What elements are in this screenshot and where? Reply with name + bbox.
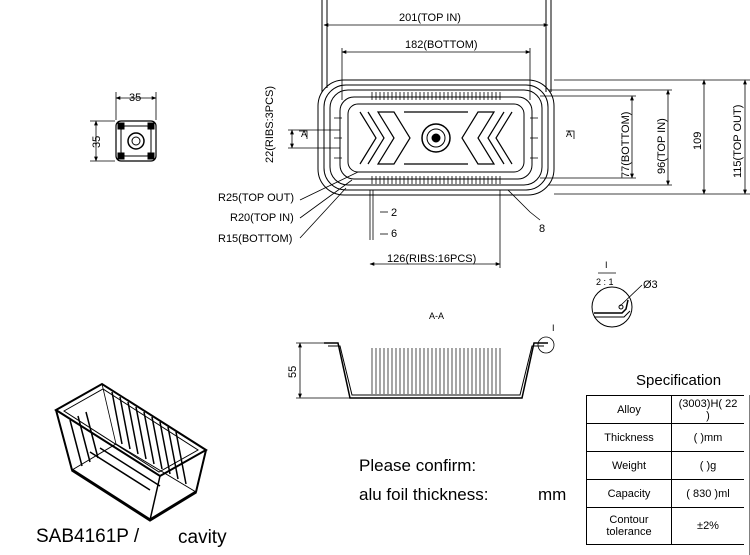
spec-label: Weight xyxy=(586,451,672,480)
spec-value: ( 830 )ml xyxy=(671,479,744,508)
detail-scale: 2 : 1 xyxy=(596,277,614,287)
small-part-height: 35 xyxy=(91,136,103,148)
spec-value: ( )g xyxy=(671,451,744,480)
chevron-pattern xyxy=(359,111,513,165)
spec-value: (3003)H( 22 ) xyxy=(671,395,744,424)
detail-view xyxy=(591,272,643,328)
top-view xyxy=(317,0,555,196)
spec-row: Capacity ( 830 )ml xyxy=(586,479,744,508)
small-part-width: 35 xyxy=(129,92,141,104)
specification-title: Specification xyxy=(636,372,722,389)
dim-height-top-out: 115(TOP OUT) xyxy=(732,105,744,178)
detail-label: I xyxy=(605,260,608,270)
detail-diameter: Ø3 xyxy=(643,279,658,291)
callout-8: 8 xyxy=(539,223,545,235)
dim-width-top-in: 201(TOP IN) xyxy=(399,12,461,24)
cavity-label: cavity xyxy=(178,527,227,548)
spec-row: Weight ( )g xyxy=(586,451,744,480)
dim-radius-bottom: R15(BOTTOM) xyxy=(218,233,292,245)
dim-width-bottom: 182(BOTTOM) xyxy=(405,39,478,51)
dim-ribs-bottom: 126(RIBS:16PCS) xyxy=(387,253,476,265)
model-number: SAB4161P / xyxy=(36,526,140,547)
top-view-dimensions xyxy=(288,23,750,268)
isometric-tray xyxy=(54,382,208,522)
section-ribs xyxy=(371,348,501,394)
isometric-ribs xyxy=(69,391,187,491)
dim-ribs-side: 22(RIBS:3PCS) xyxy=(264,86,276,163)
please-confirm-note: Please confirm: xyxy=(359,456,477,475)
spec-row: Alloy (3003)H( 22 ) xyxy=(586,395,744,424)
dim-radius-top-out: R25(TOP OUT) xyxy=(218,192,294,204)
section-marker-right: A xyxy=(566,129,572,139)
dim-height-top-in: 96(TOP IN) xyxy=(656,118,668,174)
spec-row: Thickness ( )mm xyxy=(586,423,744,452)
spec-value: ±2% xyxy=(671,507,744,545)
dim-radius-top-in: R20(TOP IN) xyxy=(230,212,294,224)
top-ribs xyxy=(334,92,538,184)
foil-thickness-label: alu foil thickness: xyxy=(359,485,489,504)
section-view xyxy=(296,336,555,399)
foil-thickness-unit: mm xyxy=(538,485,567,504)
spec-value: ( )mm xyxy=(671,423,744,452)
dim-height-overall: 109 xyxy=(692,132,704,150)
section-title: A-A xyxy=(429,311,444,321)
small-part-view xyxy=(90,92,157,162)
spec-row: Contour tolerance ±2% xyxy=(586,507,744,545)
section-marker-left: A xyxy=(301,129,307,139)
dim-rib-width: 2 xyxy=(391,207,397,219)
spec-label: Contour tolerance xyxy=(586,507,672,545)
dim-height-bottom: 77(BOTTOM) xyxy=(620,112,632,178)
specification-table: Alloy (3003)H( 22 ) Thickness ( )mm Weig… xyxy=(586,395,744,545)
section-detail-marker: I xyxy=(552,323,555,333)
dim-rib-pitch: 6 xyxy=(391,228,397,240)
spec-label: Alloy xyxy=(586,395,672,424)
section-height: 55 xyxy=(287,366,299,378)
spec-label: Thickness xyxy=(586,423,672,452)
spec-label: Capacity xyxy=(586,479,672,508)
